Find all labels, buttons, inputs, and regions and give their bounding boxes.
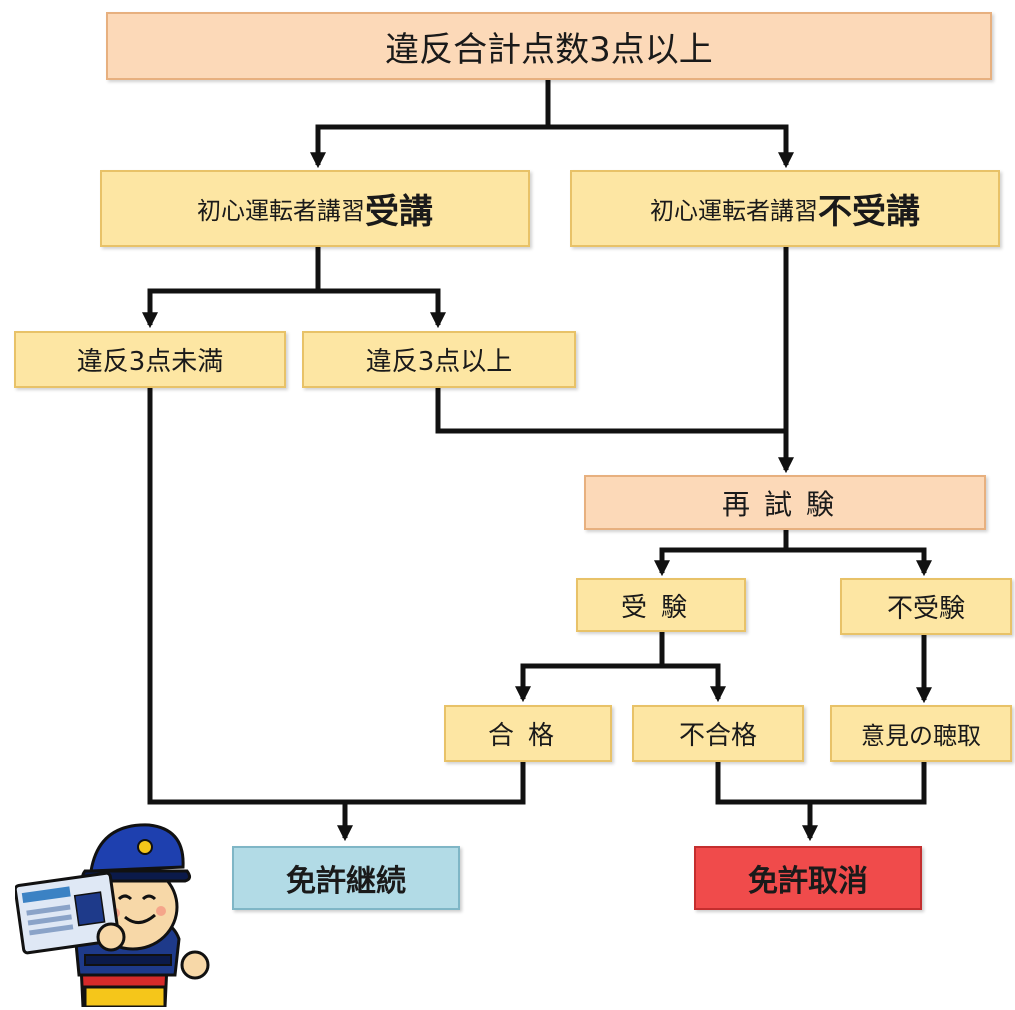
license-revoked-box: 免許取消 — [694, 846, 922, 910]
to-fail-arrow — [662, 663, 727, 703]
course-attended-box: 初心運転者講習受講 — [100, 170, 530, 247]
opinion-hearing-label: 意見の聴取 — [861, 722, 981, 750]
3-points-or-more-label: 違反3点以上 — [365, 347, 513, 377]
course-attended-emphasis: 受講 — [365, 192, 433, 232]
to-pass-arrow — [514, 663, 662, 703]
to-over3-arrow — [318, 288, 447, 329]
to-under3-arrow — [141, 288, 318, 329]
violation-3-points-or-more-box: 違反合計点数3点以上 — [106, 12, 992, 80]
no-exam-label: 不受験 — [886, 594, 965, 624]
course-attended-prefix: 初心運転者講習 — [197, 197, 365, 225]
fail-label: 不合格 — [678, 721, 757, 751]
license-continued-box: 免許継続 — [232, 846, 460, 910]
to-attend-arrow — [309, 124, 548, 169]
pass-box: 合格 — [444, 705, 612, 762]
license-revoked-label: 免許取消 — [748, 864, 868, 899]
under-3-points-label: 違反3点未満 — [76, 347, 224, 377]
to-not-attend-arrow — [548, 124, 795, 169]
course-not-attended-prefix: 初心運転者講習 — [650, 197, 818, 225]
fail-box: 不合格 — [632, 705, 804, 762]
course-not-attended-emphasis: 不受講 — [818, 192, 920, 232]
course-not-attended-box: 初心運転者講習不受講 — [570, 170, 1000, 247]
under3-to-continue-line — [147, 388, 526, 805]
fail-to-revoke-line — [715, 762, 927, 805]
take-exam-box: 受験 — [576, 578, 746, 632]
retest-box: 再試験 — [584, 475, 986, 530]
to-take-exam-arrow — [653, 547, 786, 577]
top-box-label: 違反合計点数3点以上 — [385, 29, 713, 70]
police-mascot-illustration — [15, 823, 210, 1007]
3-points-or-more-box: 違反3点以上 — [302, 331, 576, 388]
license-continued-label: 免許継続 — [286, 864, 406, 899]
over3-join-line — [435, 388, 786, 434]
to-no-exam-arrow — [786, 547, 933, 577]
take-exam-label: 受験 — [620, 592, 701, 623]
under-3-points-box: 違反3点未満 — [14, 331, 286, 388]
retest-label: 再試験 — [721, 487, 848, 521]
opinion-hearing-box: 意見の聴取 — [830, 705, 1012, 762]
no-exam-box: 不受験 — [840, 578, 1012, 635]
pass-label: 合格 — [487, 721, 568, 751]
